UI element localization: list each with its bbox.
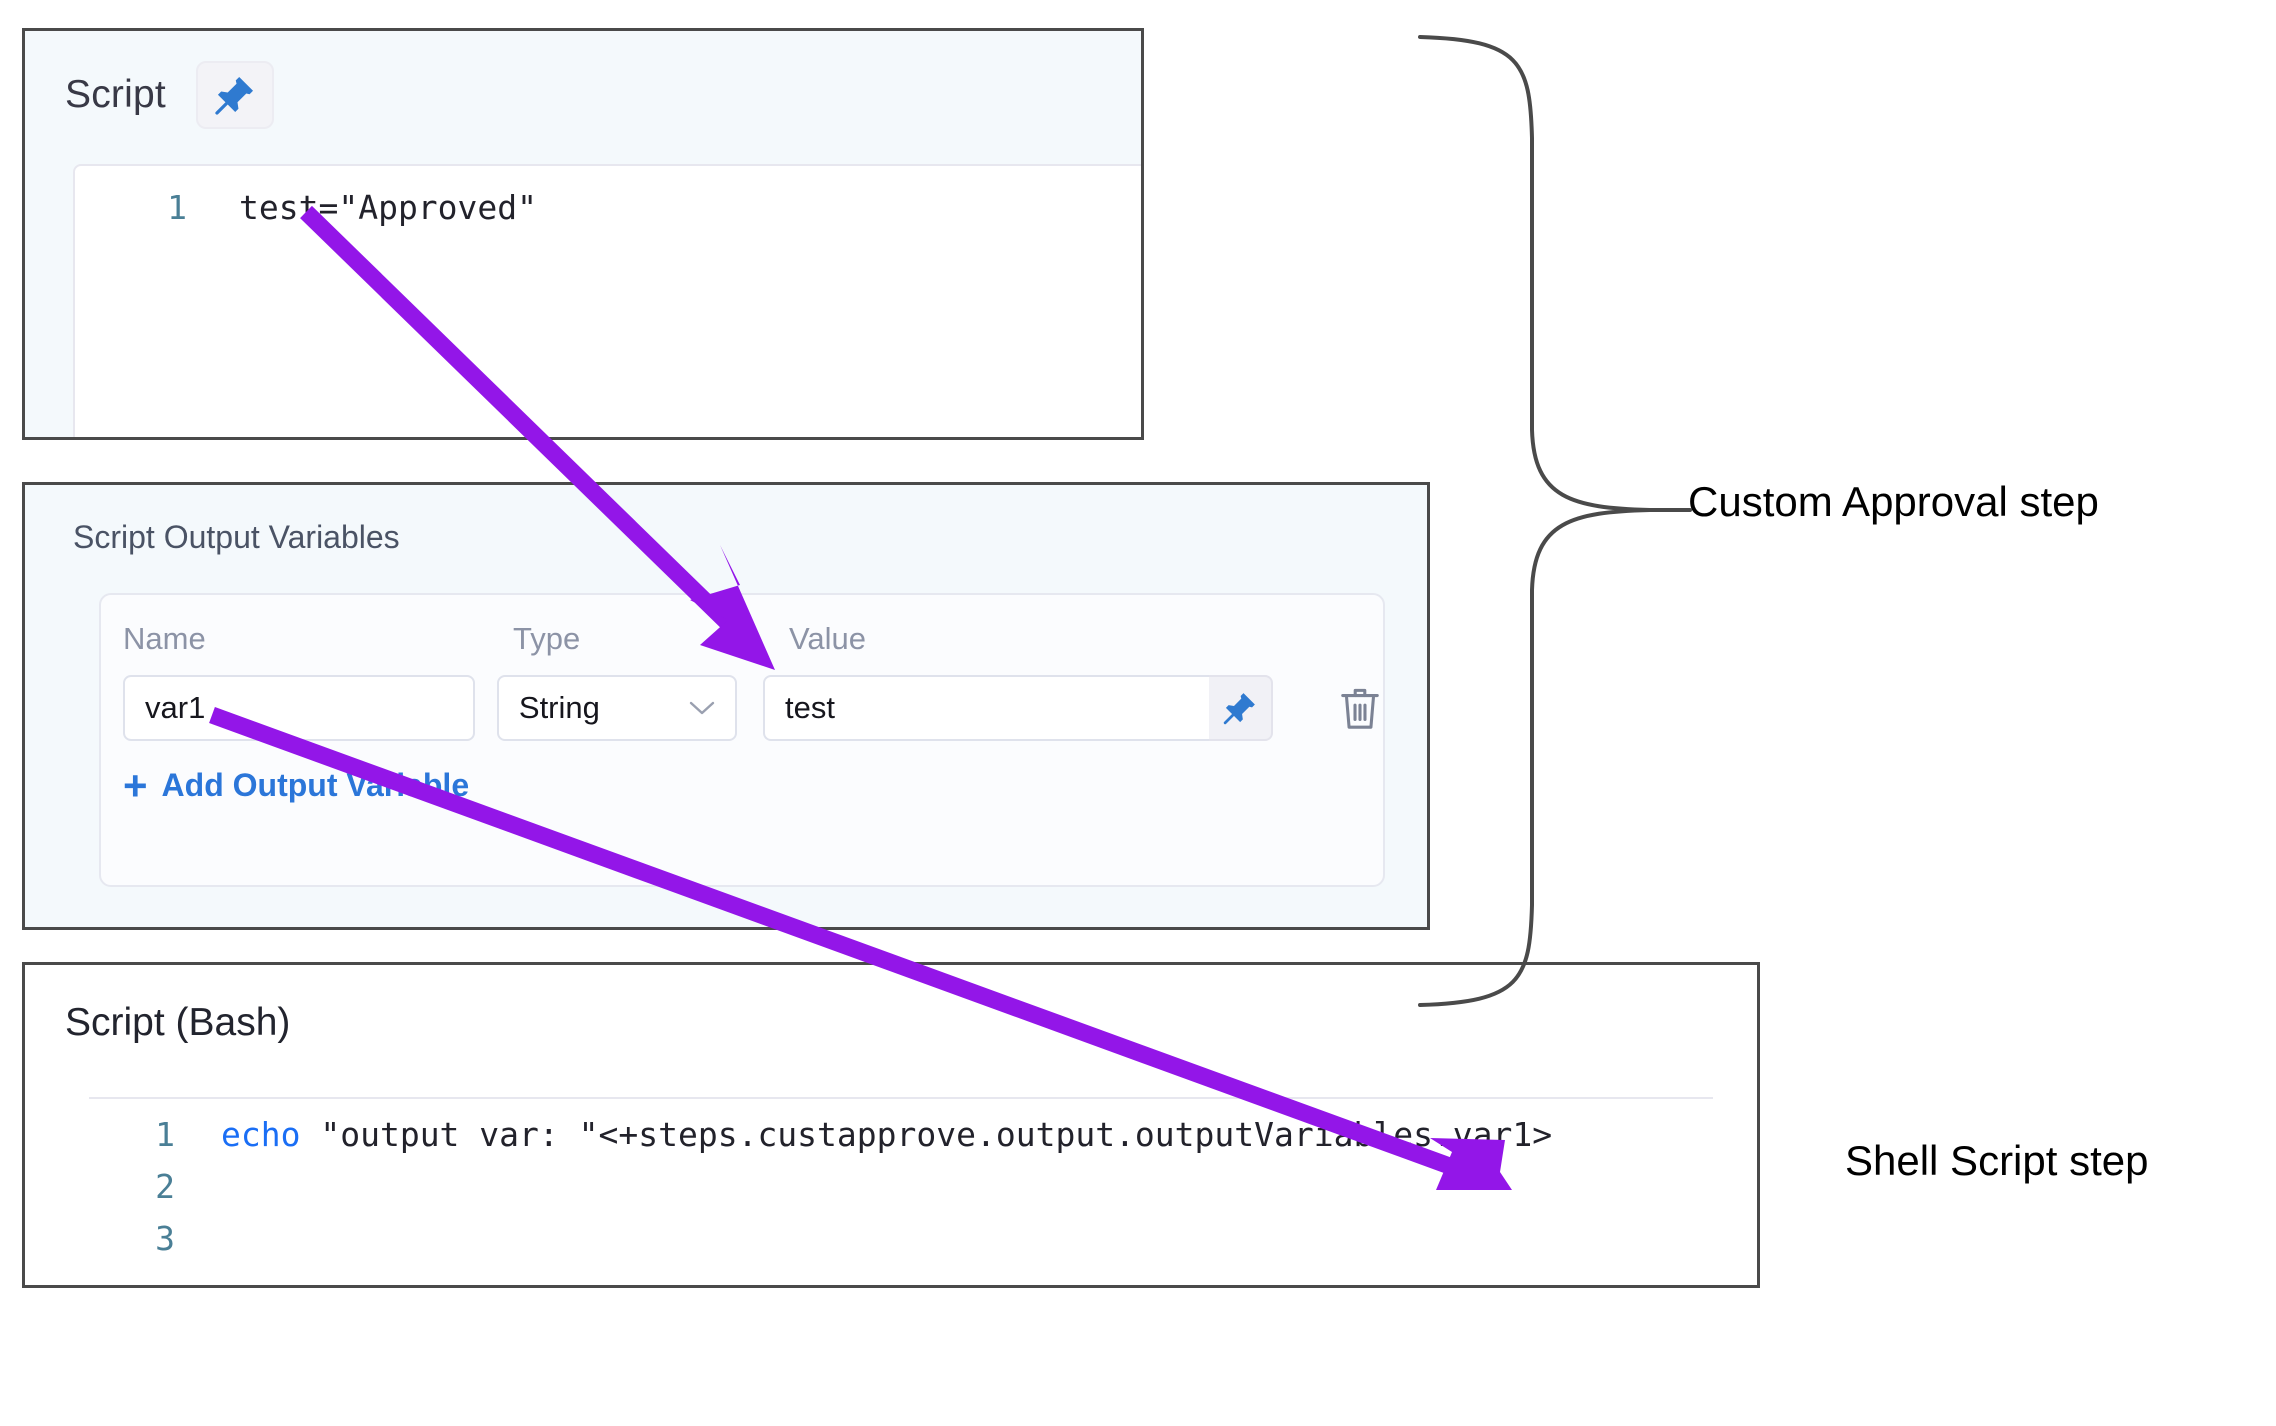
script-panel-title: Script xyxy=(65,73,166,116)
table-row: var1 String test xyxy=(101,657,1383,741)
script-panel-header: Script xyxy=(25,31,1141,129)
line-number: 1 xyxy=(167,188,187,227)
add-output-variable-button[interactable]: + Add Output Variable xyxy=(101,741,1383,809)
code-line: 1 echo "output var: "<+steps.custapprove… xyxy=(89,1115,1713,1167)
line-number: 1 xyxy=(155,1115,175,1154)
variable-type-value: String xyxy=(518,690,600,725)
trash-icon xyxy=(1341,688,1379,729)
pushpin-icon xyxy=(1223,693,1255,725)
code-line-rest: "output var: "<+steps.custapprove.output… xyxy=(300,1115,1553,1154)
curly-brace-icon xyxy=(1418,35,1651,1007)
bash-script-panel: Script (Bash) 1 echo "output var: "<+ste… xyxy=(22,962,1760,1288)
output-variables-column-headers: Name Type Value xyxy=(101,595,1383,657)
variable-value-input[interactable]: test xyxy=(763,675,1209,741)
variable-type-select[interactable]: String xyxy=(496,675,737,741)
variable-value-group: test xyxy=(763,675,1273,741)
annotation-shell-script-step: Shell Script step xyxy=(1845,1137,2149,1184)
pushpin-button[interactable] xyxy=(195,61,274,129)
code-line: 3 xyxy=(89,1219,1713,1271)
annotation-custom-approval-step: Custom Approval step xyxy=(1688,478,2099,525)
script-code-editor[interactable]: 1 test="Approved" xyxy=(73,164,1141,437)
code-line-text: test="Approved" xyxy=(239,188,538,227)
line-number: 2 xyxy=(155,1167,175,1206)
delete-variable-button[interactable] xyxy=(1337,682,1383,734)
bash-panel-title: Script (Bash) xyxy=(65,1001,291,1044)
code-line: 1 test="Approved" xyxy=(75,188,1141,242)
column-header-value: Value xyxy=(789,621,866,656)
output-variables-card: Name Type Value var1 String test xyxy=(99,593,1385,887)
script-panel: Script 1 test="Approved" xyxy=(22,28,1144,440)
line-number: 3 xyxy=(155,1219,175,1258)
chevron-down-icon xyxy=(689,701,715,715)
variable-value-pushpin-button[interactable] xyxy=(1209,675,1273,741)
plus-icon: + xyxy=(123,761,148,809)
column-header-type: Type xyxy=(513,621,581,656)
bash-code-editor[interactable]: 1 echo "output var: "<+steps.custapprove… xyxy=(89,1097,1713,1285)
add-output-variable-label: Add Output Variable xyxy=(161,767,470,803)
code-line: 2 xyxy=(89,1167,1713,1219)
variable-name-input[interactable]: var1 xyxy=(123,675,475,741)
code-keyword: echo xyxy=(221,1115,301,1154)
code-line-text: echo "output var: "<+steps.custapprove.o… xyxy=(175,1115,1552,1154)
pushpin-icon xyxy=(215,76,253,115)
column-header-name: Name xyxy=(123,621,206,656)
output-variables-title: Script Output Variables xyxy=(73,519,400,555)
script-output-variables-panel: Script Output Variables Name Type Value … xyxy=(22,482,1430,930)
